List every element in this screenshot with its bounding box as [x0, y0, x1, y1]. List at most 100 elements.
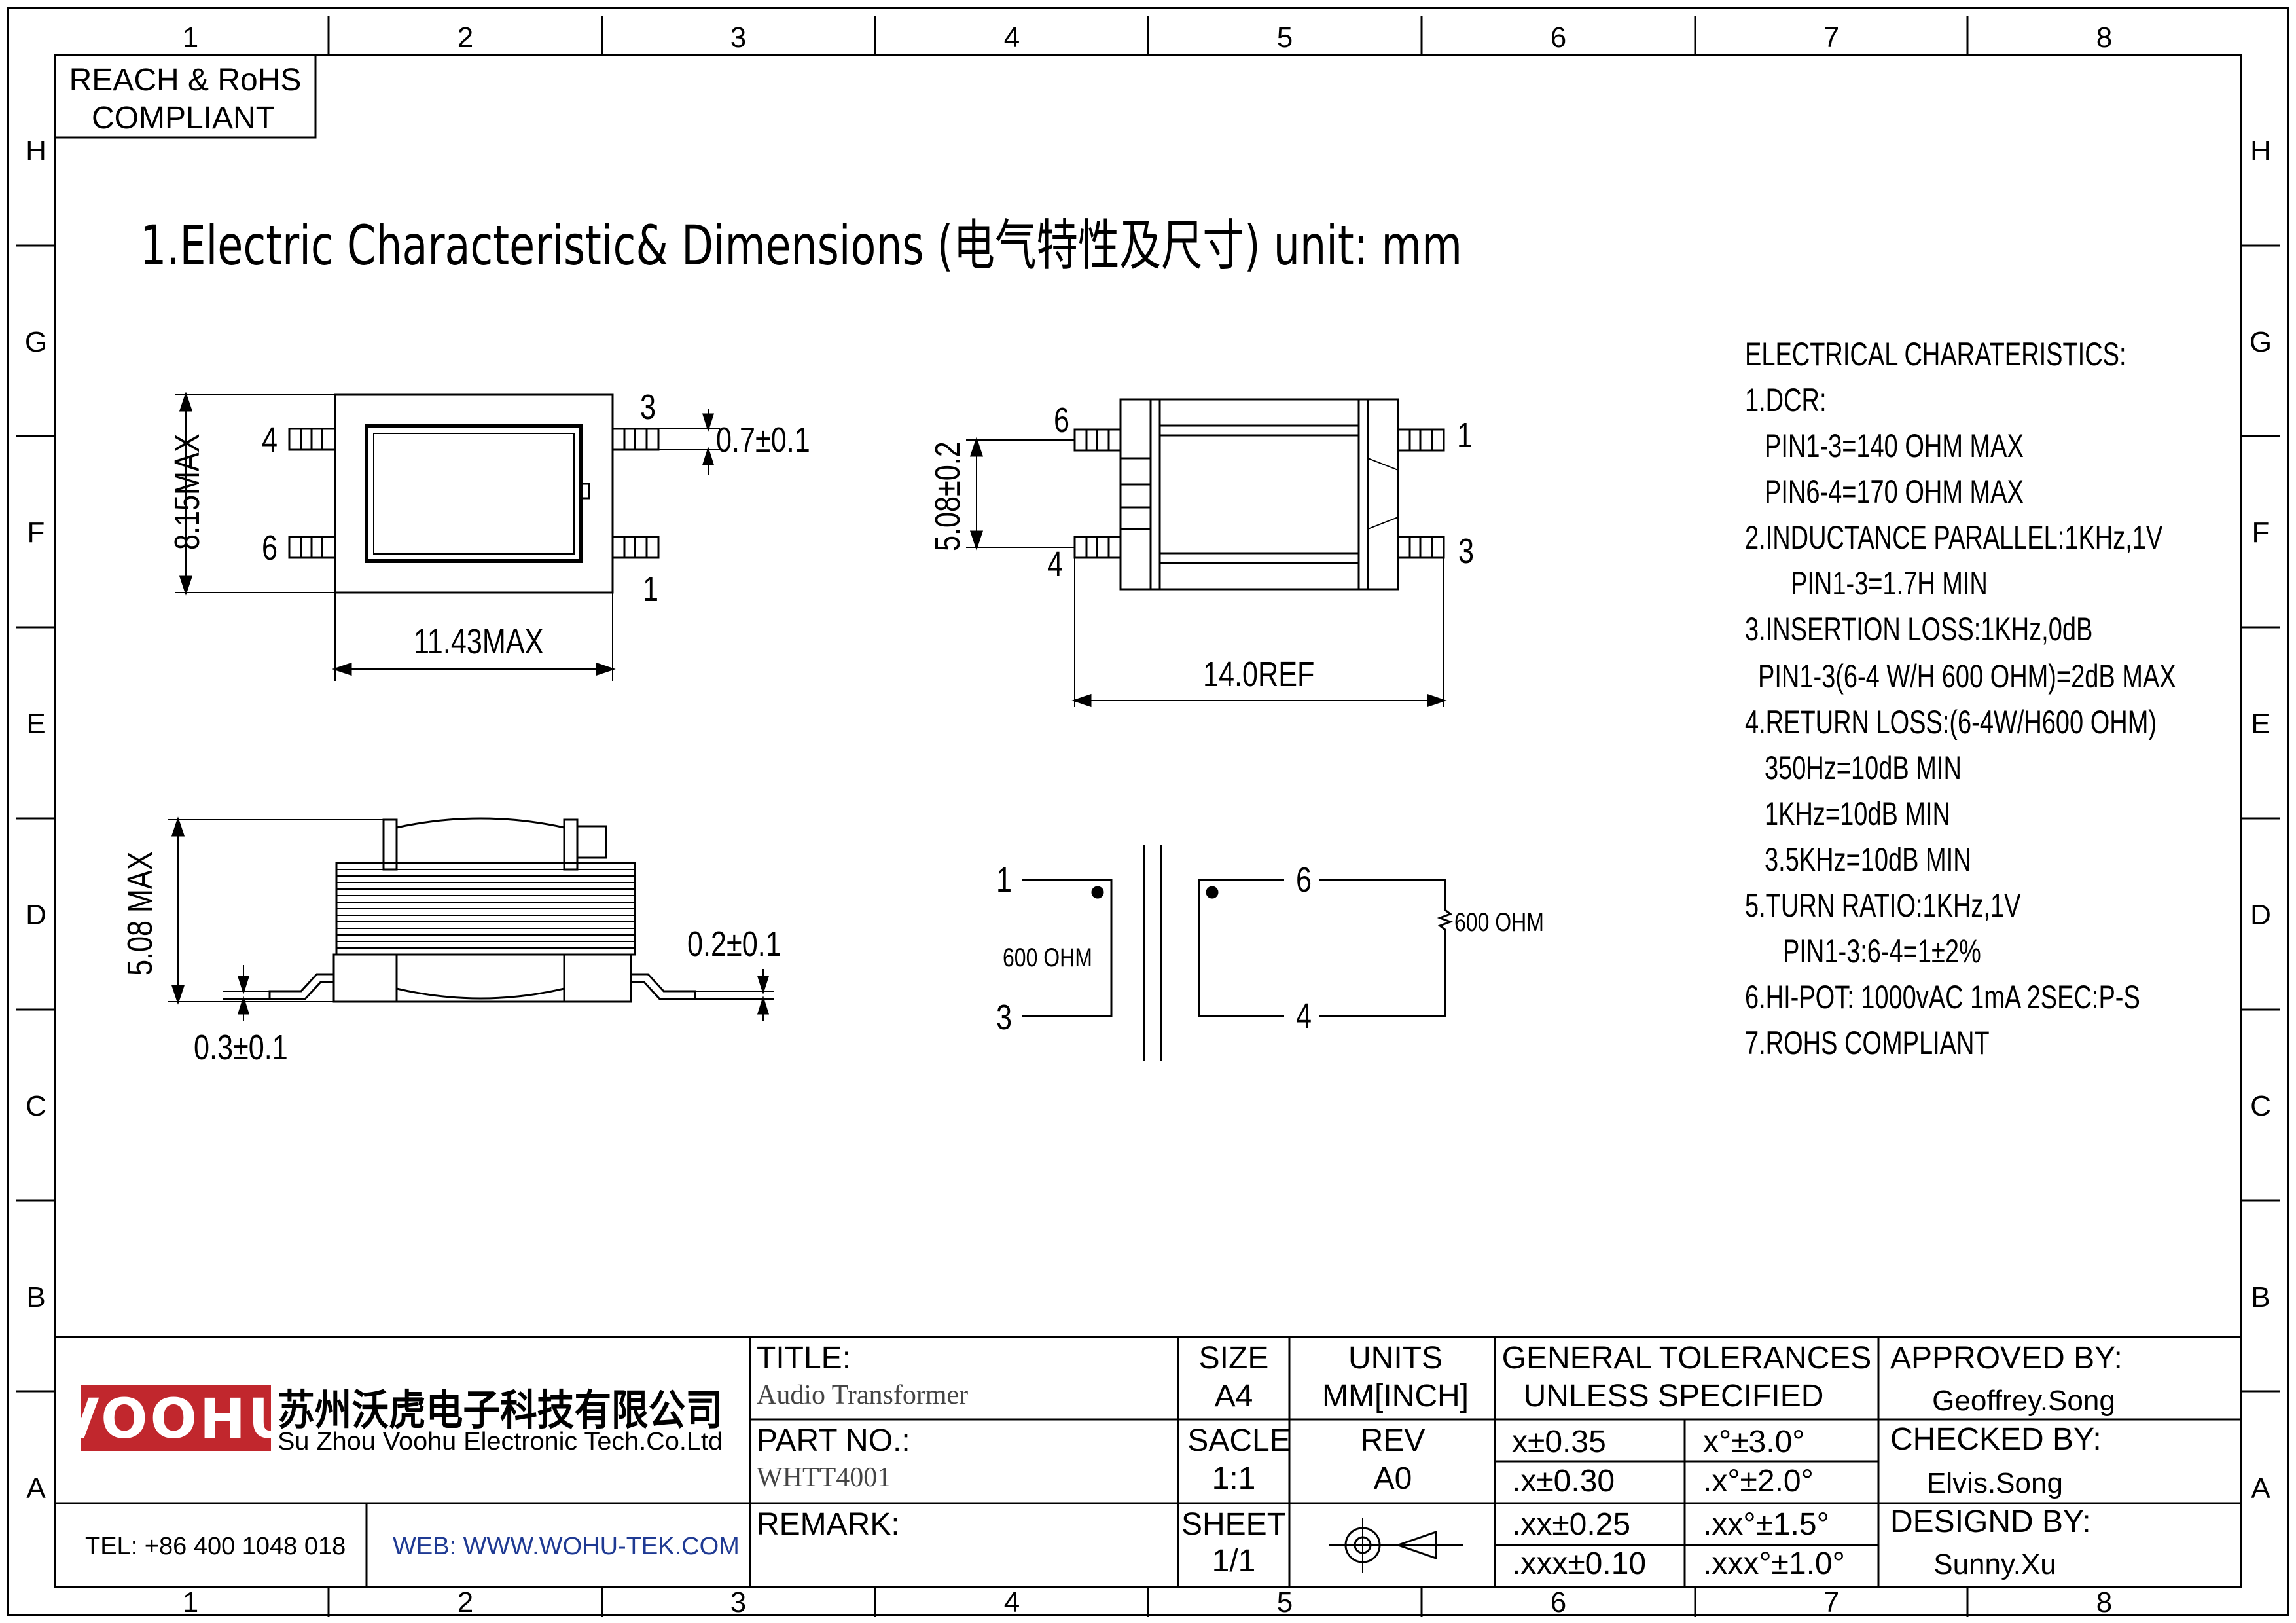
tolerance-angular: .xxx°±1.0° [1703, 1546, 1845, 1581]
company-logo: VOOHU [57, 1385, 296, 1451]
zone-row-label: F [2252, 517, 2270, 549]
spec-line: PIN1-3=140 OHM MAX [1765, 428, 2024, 464]
zone-col-label: 4 [1004, 1586, 1020, 1618]
contact-web: WEB: WWW.WOHU-TEK.COM [393, 1533, 740, 1560]
rev-label: REV [1361, 1423, 1426, 1458]
pin-label: 3 [640, 388, 656, 428]
dim-pin-width: 0.7±0.1 [716, 421, 810, 460]
spec-line: 3.INSERTION LOSS:1KHz,0dB [1745, 611, 2092, 647]
spec-line: 3.5KHz=10dB MIN [1765, 842, 1971, 878]
pin-label: 1 [643, 570, 658, 610]
tolerance-linear: .xx±0.25 [1512, 1507, 1630, 1542]
dim-standoff: 0.3±0.1 [194, 1029, 288, 1068]
zone-col-label: 2 [457, 22, 473, 54]
zone-ticks [16, 16, 2280, 1617]
spec-line: 5.TURN RATIO:1KHz,1V [1745, 888, 2021, 924]
designed-label: DESIGND BY: [1890, 1504, 2091, 1539]
spec-line: 1.DCR: [1745, 382, 1827, 418]
zone-col-label: 1 [183, 1586, 198, 1618]
dim-height: 5.08 MAX [121, 851, 160, 976]
zone-col-label: 8 [2096, 22, 2112, 54]
spec-line: ELECTRICAL CHARATERISTICS: [1745, 337, 2126, 373]
units-value: MM[INCH] [1322, 1379, 1469, 1413]
compliance-line1: REACH & RoHS [69, 63, 302, 98]
pin-label: 3 [1458, 532, 1474, 572]
sheet-value: 1/1 [1212, 1544, 1256, 1578]
schematic-impedance-secondary: 600 OHM [1454, 907, 1544, 937]
zone-row-label: G [2250, 326, 2272, 358]
zone-col-label: 6 [1551, 22, 1566, 54]
tolerance-angular: .xx°±1.5° [1703, 1507, 1829, 1542]
units-label: UNITS [1348, 1341, 1443, 1376]
zone-col-label: 6 [1551, 1586, 1566, 1618]
pin-label: 4 [1047, 545, 1063, 585]
schematic-pin: 6 [1296, 861, 1312, 900]
tolerance-angular: x°±3.0° [1703, 1425, 1804, 1459]
company-name-cn: 苏州沃虎电子科技有限公司 [278, 1387, 723, 1435]
dim-lead: 0.2±0.1 [687, 925, 781, 964]
svg-text:VOOHU: VOOHU [57, 1387, 296, 1451]
compliance-box: REACH & RoHS COMPLIANT [54, 54, 317, 139]
zone-row-label: H [2250, 135, 2271, 167]
spec-line: PIN6-4=170 OHM MAX [1765, 474, 2024, 510]
spec-line: PIN1-3=1.7H MIN [1791, 566, 1988, 602]
spec-line: PIN1-3(6-4 W/H 600 OHM)=2dB MAX [1758, 659, 2176, 695]
checked-label: CHECKED BY: [1890, 1422, 2102, 1457]
spec-line: 4.RETURN LOSS:(6-4W/H600 OHM) [1745, 704, 2157, 740]
designed-value: Sunny.Xu [1933, 1548, 2056, 1580]
tolerance-linear: x±0.35 [1512, 1425, 1606, 1459]
zone-row-label: C [2250, 1090, 2271, 1122]
zone-row-label: E [2251, 708, 2270, 740]
zone-row-label: G [25, 326, 47, 358]
zone-col-label: 2 [457, 1586, 473, 1618]
zone-col-label: 3 [730, 22, 746, 54]
company-name-en: Su Zhou Voohu Electronic Tech.Co.Ltd [278, 1428, 723, 1455]
side-view [966, 398, 1447, 708]
spec-line: 6.HI-POT: 1000vAC 1mA 2SEC:P-S [1745, 979, 2140, 1015]
dim-length: 14.0REF [1203, 655, 1314, 695]
size-label: SIZE [1199, 1341, 1269, 1376]
scale-value: 1:1 [1212, 1461, 1256, 1496]
tolerance-header-2: UNLESS SPECIFIED [1524, 1379, 1824, 1413]
electrical-specs: ELECTRICAL CHARATERISTICS: 1.DCR: PIN1-3… [1745, 337, 2176, 1061]
pin-label: 6 [1054, 401, 1069, 441]
zone-row-label: B [2251, 1281, 2270, 1313]
schematic-impedance-primary: 600 OHM [1003, 943, 1092, 972]
contact-tel: TEL: +86 400 1048 018 [85, 1533, 346, 1560]
spec-line: 7.ROHS COMPLIANT [1745, 1025, 1990, 1061]
dim-height: 8.15MAX [168, 433, 207, 550]
spec-line: 2.INDUCTANCE PARALLEL:1KHz,1V [1745, 520, 2163, 556]
zone-row-label: F [27, 517, 45, 549]
pin-label: 1 [1457, 416, 1473, 456]
top-view [175, 392, 720, 681]
schematic-pin: 1 [996, 861, 1012, 900]
sheet-label: SHEET [1181, 1507, 1286, 1542]
pin-label: 6 [262, 529, 278, 568]
spec-line: PIN1-3:6-4=1±2% [1783, 934, 1981, 970]
schematic-pin: 4 [1296, 997, 1312, 1036]
rev-value: A0 [1374, 1461, 1412, 1496]
zone-row-label: E [26, 708, 45, 740]
zone-col-label: 7 [1823, 22, 1839, 54]
zone-row-label: H [26, 135, 46, 167]
zone-col-label: 5 [1277, 22, 1293, 54]
approved-label: APPROVED BY: [1890, 1341, 2123, 1376]
compliance-line2: COMPLIANT [92, 101, 275, 136]
spec-line: 1KHz=10dB MIN [1765, 796, 1950, 832]
approved-value: Geoffrey.Song [1932, 1385, 2115, 1417]
part-label: PART NO.: [757, 1423, 910, 1458]
zone-row-label: D [26, 899, 46, 931]
zone-col-label: 1 [183, 22, 198, 54]
zone-col-label: 5 [1277, 1586, 1293, 1618]
zone-col-label: 7 [1823, 1586, 1839, 1618]
zone-row-label: B [26, 1281, 45, 1313]
schematic-pin: 3 [996, 998, 1012, 1038]
tolerance-angular: .x°±2.0° [1703, 1464, 1814, 1499]
zone-row-label: C [26, 1090, 46, 1122]
zone-row-label: A [26, 1472, 46, 1504]
schematic [1022, 845, 1454, 1061]
tolerance-linear: .xxx±0.10 [1512, 1546, 1646, 1581]
page-heading: 1.Electric Characteristic& Dimensions (电… [140, 213, 1462, 278]
part-value: WHTT4001 [757, 1463, 891, 1493]
